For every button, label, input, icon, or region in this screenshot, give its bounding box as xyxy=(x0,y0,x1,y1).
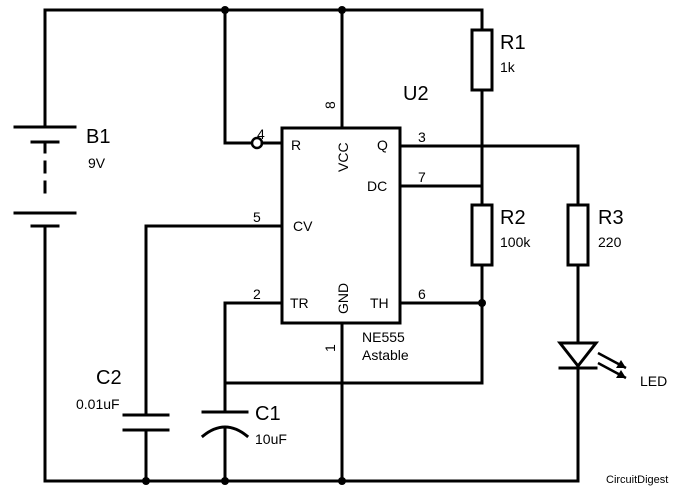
pin-tr-number: 2 xyxy=(253,286,261,302)
pin-cv-number: 5 xyxy=(253,209,261,225)
circuitdigest-watermark: CircuitDigest xyxy=(606,474,668,486)
led-label: LED xyxy=(640,373,667,389)
c1-ref: C1 xyxy=(255,403,281,425)
light-arrow-icon xyxy=(616,360,626,368)
pin-gnd-number: 1 xyxy=(322,344,338,352)
pin-tr-name: TR xyxy=(290,295,309,311)
ic-ref: U2 xyxy=(403,83,429,105)
pin-th-name: TH xyxy=(370,295,389,311)
capacitor-c2: C2 0.01uF xyxy=(76,367,170,432)
c1-value: 10uF xyxy=(255,431,287,447)
pin-cv-name: CV xyxy=(293,218,313,234)
junction-dots xyxy=(142,6,486,485)
r3-value: 220 xyxy=(598,234,622,250)
r2-ref: R2 xyxy=(500,207,526,229)
r2-value: 100k xyxy=(500,234,531,250)
ic-ne555: R Q DC CV TR TH VCC GND 4 8 3 7 5 2 6 1 … xyxy=(250,83,429,363)
ic-mode: Astable xyxy=(362,347,409,363)
pin-r-name: R xyxy=(291,137,301,153)
c2-ref: C2 xyxy=(96,367,122,389)
pin-th-number: 6 xyxy=(418,286,426,302)
resistor-r3: R3 220 xyxy=(566,203,624,267)
ic-part: NE555 xyxy=(362,329,405,345)
pin-r-number: 4 xyxy=(257,126,265,142)
r1-value: 1k xyxy=(500,59,516,75)
r1-ref: R1 xyxy=(500,32,526,54)
r3-ref: R3 xyxy=(598,207,624,229)
pin-dc-name: DC xyxy=(367,178,387,194)
resistor-r1: R1 1k xyxy=(470,28,526,92)
b1-value: 9V xyxy=(88,155,106,171)
b1-ref: B1 xyxy=(86,126,110,148)
wires xyxy=(43,8,580,483)
pin-dc-number: 7 xyxy=(418,169,426,185)
resistor-r2: R2 100k xyxy=(470,203,531,267)
watermark-text: CircuitDigest xyxy=(606,474,668,486)
led-diode: LED xyxy=(556,341,667,389)
pin-vcc-number: 8 xyxy=(322,101,338,109)
pin-q-number: 3 xyxy=(418,129,426,145)
pin-gnd-name: GND xyxy=(335,283,351,314)
pin-q-name: Q xyxy=(377,137,388,153)
light-arrow-icon xyxy=(616,370,626,378)
pin-vcc-name: VCC xyxy=(335,142,351,172)
capacitor-c1: C1 10uF xyxy=(200,403,287,447)
battery-b1: B1 9V xyxy=(13,125,110,228)
c2-value: 0.01uF xyxy=(76,396,120,412)
